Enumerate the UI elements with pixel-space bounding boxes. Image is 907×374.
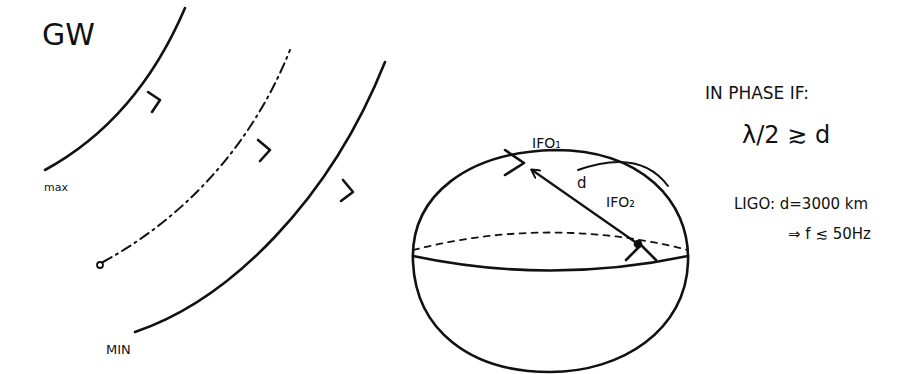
note-text: LIGO: d=3000 km xyxy=(734,196,868,213)
earth-outline xyxy=(413,150,688,372)
equator-front xyxy=(413,256,688,271)
baseline-dot xyxy=(635,241,641,247)
orbit-arc xyxy=(578,162,668,186)
detector-label: IFO₁ xyxy=(532,136,561,151)
note-text: ⇒ f ≲ 50Hz xyxy=(788,226,871,243)
wave-min xyxy=(135,62,385,332)
interferometer-symbol xyxy=(505,150,524,175)
propagation-arrow xyxy=(148,92,160,112)
baseline-line xyxy=(532,170,638,244)
condition-formula: λ/2 ≳ d xyxy=(742,122,830,148)
equator-back xyxy=(413,233,688,251)
condition-heading: IN PHASE IF: xyxy=(705,84,809,103)
wave-zero xyxy=(103,50,290,262)
wave-label: MIN xyxy=(106,343,131,357)
propagation-arrow xyxy=(341,180,353,201)
heading-label: GW xyxy=(42,18,95,51)
interferometer-symbol xyxy=(626,245,656,260)
zero-marker xyxy=(97,262,103,268)
detector-label: IFO₂ xyxy=(606,195,635,210)
wave-label: max xyxy=(44,182,68,194)
propagation-arrow xyxy=(258,140,270,161)
distance-label: d xyxy=(577,175,587,192)
